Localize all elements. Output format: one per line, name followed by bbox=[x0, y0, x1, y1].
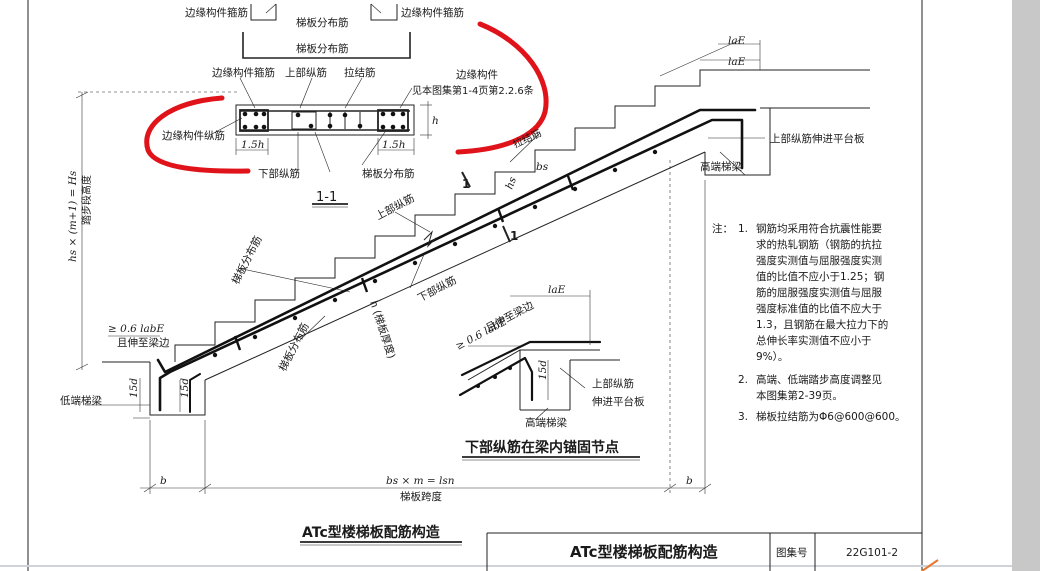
detail-top-long-bar: 上部纵筋 bbox=[592, 377, 634, 390]
edge-stirrup-right bbox=[377, 109, 409, 132]
label-laE-2: laE bbox=[728, 56, 746, 68]
label-edge-long-bar: 边缘构件纵筋 bbox=[162, 129, 225, 142]
detail-extend-platform: 伸进平台板 bbox=[592, 395, 645, 408]
note-2-line: 本图集第2-39页。 bbox=[756, 389, 843, 402]
label-anchor-06: ≥ 0.6 labE bbox=[108, 323, 165, 335]
note-2-line: 高端、低端踏步高度调整见 bbox=[756, 373, 882, 386]
red-annotation-left bbox=[144, 95, 251, 174]
note-1-line: 钢筋均采用符合抗震性能要 bbox=[756, 222, 882, 235]
drawing-title: ATc型楼梯板配筋构造 bbox=[302, 524, 440, 541]
orange-mark bbox=[921, 559, 939, 571]
note-3-line: 梯板拉结筋为Φ6@600@600。 bbox=[756, 410, 906, 423]
notes: 注： 1. 钢筋均采用符合抗震性能要 求的热轧钢筋（钢筋的抗拉 强度实测值与屈服… bbox=[712, 222, 906, 423]
rebar-dots bbox=[242, 111, 406, 130]
label-high-beam: 高端梯梁 bbox=[700, 160, 742, 173]
label-dim-right: 1.5h bbox=[382, 139, 405, 151]
note-1-line: 筋的屈服强度实测值与屈服 bbox=[756, 286, 882, 299]
note-1-line: 强度实测值与屈服强度实测 bbox=[756, 254, 882, 267]
section-title: 1-1 bbox=[316, 190, 337, 205]
label-top-long-bar: 上部纵筋 bbox=[285, 66, 327, 79]
span-dimension bbox=[140, 160, 712, 494]
high-beam-outline bbox=[704, 108, 771, 176]
atlas-label: 图集号 bbox=[776, 546, 808, 559]
stirrup-icon-right bbox=[370, 4, 398, 21]
label-height-formula: hs × (m+1) = Hs bbox=[67, 170, 79, 262]
label-laE-1: laE bbox=[728, 35, 746, 47]
note-1-line: 值的比值不应小于1.25；钢 bbox=[756, 270, 884, 283]
label-15d-left2: 15d bbox=[179, 378, 191, 398]
label-bottom-long-bar: 下部纵筋 bbox=[258, 167, 300, 180]
section-outline bbox=[235, 104, 415, 136]
note-3-num: 3. bbox=[738, 411, 748, 423]
anchorage-detail bbox=[458, 290, 640, 461]
detail-15d: 15d bbox=[537, 360, 549, 380]
label-span-formula: bs × m = lsn bbox=[386, 475, 455, 487]
label-b-left: b bbox=[160, 475, 167, 487]
label-top-bar-extend: 上部纵筋伸进平台板 bbox=[770, 132, 865, 145]
title-block bbox=[300, 532, 922, 571]
low-beam-outline bbox=[149, 362, 206, 416]
label-stair-top-long-bar: 上部纵筋 bbox=[373, 191, 416, 222]
page-edge bbox=[1012, 0, 1040, 571]
section-1-1 bbox=[209, 3, 432, 208]
label-extend-to-edge: 且伸至梁边 bbox=[117, 336, 170, 349]
label-edge-stirrup-mid: 边缘构件箍筋 bbox=[212, 66, 275, 79]
distribution-bar-bracket bbox=[242, 32, 411, 59]
label-height-sub: 踏步段高度 bbox=[80, 175, 93, 225]
label-dist-bar-box: 梯板分布筋 bbox=[296, 42, 349, 55]
label-h-slab: h (梯板厚度) bbox=[367, 299, 398, 360]
label-edge-member: 边缘构件 bbox=[456, 68, 498, 81]
label-low-beam: 低端梯梁 bbox=[60, 394, 102, 407]
label-tie-bar: 拉结筋 bbox=[344, 66, 376, 79]
note-1-line: 总伸长率实测值不应小于 bbox=[756, 334, 872, 347]
tie-bars bbox=[233, 175, 575, 351]
label-dist-bar-top: 梯板分布筋 bbox=[296, 16, 349, 29]
note-2-num: 2. bbox=[738, 374, 748, 386]
label-see-note: 见本图集第1-4页第2.2.6条 bbox=[412, 84, 534, 97]
label-dim-left: 1.5h bbox=[241, 139, 264, 151]
note-1-line: 强度标准值的比值不应大于 bbox=[756, 302, 882, 315]
edge-stirrup-left bbox=[239, 109, 269, 132]
cut-mark-1b: 1 bbox=[510, 229, 518, 243]
stirrup-icon-left bbox=[250, 4, 277, 21]
bottom-long-bar bbox=[158, 118, 744, 412]
stair-steps bbox=[174, 69, 760, 362]
label-dist-bar-bottom: 梯板分布筋 bbox=[362, 167, 415, 180]
label-h: h bbox=[432, 115, 439, 127]
detail-laE: laE bbox=[548, 284, 566, 296]
detail-caption: 下部纵筋在梁内锚固节点 bbox=[465, 439, 619, 456]
cut-mark-1a: 1 bbox=[462, 177, 470, 191]
label-b-right: b bbox=[686, 475, 693, 487]
label-edge-stirrup-left: 边缘构件箍筋 bbox=[185, 6, 248, 19]
title-block-title: ATc型楼梯板配筋构造 bbox=[570, 543, 718, 561]
label-15d-left: 15d bbox=[128, 378, 140, 398]
note-1-line: 9%）。 bbox=[756, 351, 788, 363]
detail-extend-to-edge: 且伸至梁边 bbox=[483, 298, 536, 334]
note-1-line: 求的热轧钢筋（钢筋的抗拉 bbox=[756, 238, 882, 251]
label-hs: hs bbox=[504, 175, 520, 191]
note-1-num: 1. bbox=[738, 223, 748, 235]
label-span: 梯板跨度 bbox=[400, 490, 442, 503]
label-dist-bar-upper: 梯板分布筋 bbox=[229, 234, 264, 287]
label-bs: bs bbox=[536, 161, 549, 173]
note-1-line: 1.3，且钢筋在最大拉力下的 bbox=[756, 318, 888, 331]
label-dist-bar-lower: 梯板分布筋 bbox=[276, 321, 311, 374]
red-annotation-right bbox=[455, 21, 549, 155]
notes-prefix: 注： bbox=[712, 222, 733, 235]
stair-elevation bbox=[75, 39, 870, 419]
label-stair-tie-bar: 拉结筋 bbox=[511, 126, 544, 150]
distribution-dots bbox=[212, 149, 658, 358]
atlas-number: 22G101-2 bbox=[846, 547, 898, 559]
label-edge-stirrup-right: 边缘构件箍筋 bbox=[401, 6, 464, 19]
label-stair-bottom-long-bar: 下部纵筋 bbox=[415, 273, 458, 304]
detail-high-beam: 高端梯梁 bbox=[525, 416, 567, 429]
slab-soffit bbox=[204, 151, 706, 381]
